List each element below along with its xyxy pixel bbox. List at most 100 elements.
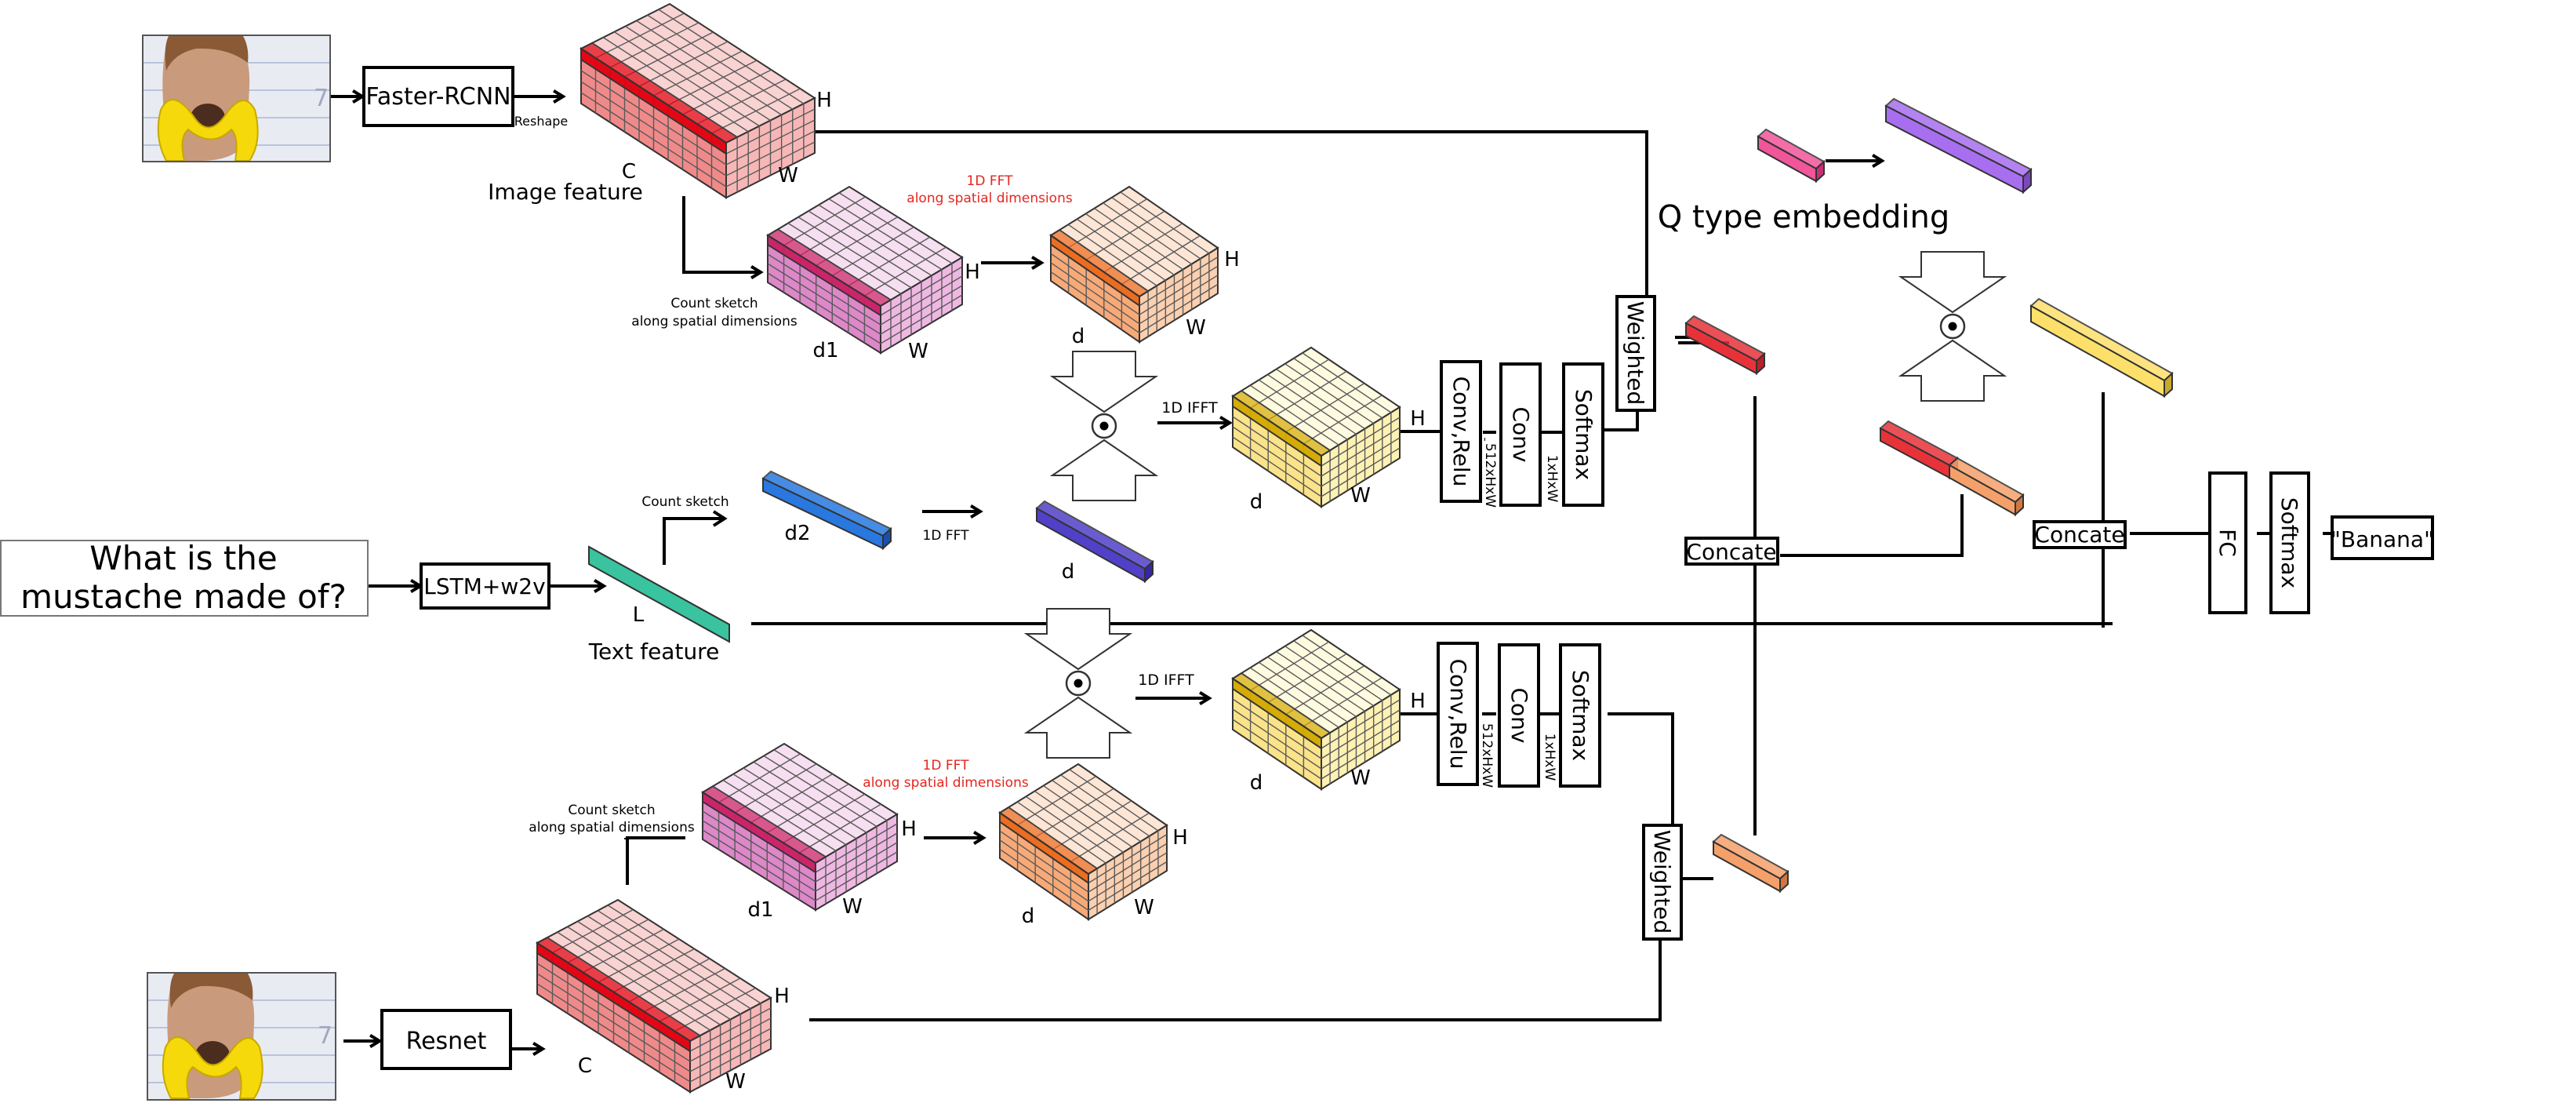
arrow-icon <box>1826 153 1885 169</box>
question-line-2: mustache made of? <box>20 577 347 616</box>
lstm-label: LSTM+w2v <box>423 573 545 599</box>
svg-text:7°: 7° <box>314 85 340 112</box>
elementwise-product-icon-top <box>1049 351 1159 501</box>
arrow-icon <box>663 510 728 565</box>
fft-cube-bottom <box>998 763 1168 921</box>
svg-text:7°: 7° <box>318 1022 344 1050</box>
concate-left-label: Concate <box>1686 539 1776 565</box>
concat-orange-vector <box>1948 457 2025 517</box>
fft-cube-top <box>1049 185 1219 344</box>
arrow-icon <box>549 578 607 594</box>
count-sketch-top-line2: along spatial dimensions <box>631 314 798 329</box>
bottom-conv-relu-label: Conv,Relu <box>1445 659 1471 770</box>
face-photo-bottom: 7° <box>147 972 344 1101</box>
ifft-bottom-label: 1D IFFT <box>1138 672 1194 689</box>
dim-h-d1-top: H <box>965 260 980 284</box>
text-feature-label: Text feature <box>588 639 720 664</box>
feature-vectors <box>588 97 2174 894</box>
concate-box-right: Concate <box>2033 520 2127 549</box>
answer-box: "Banana" <box>2331 515 2434 560</box>
dim-c-top: C <box>622 160 636 184</box>
bottom-softmax-label: Softmax <box>1568 670 1593 761</box>
dim-d-bottom: d <box>1022 905 1035 928</box>
dim-h-y-top: H <box>1410 407 1426 431</box>
count-sketch-bottom-line1: Count sketch <box>568 803 655 818</box>
fft-text-vector <box>1035 500 1154 584</box>
dim-c-bottom: C <box>578 1054 592 1078</box>
concate-box-left: Concate <box>1684 537 1779 566</box>
dim-d-y-bottom: d <box>1250 771 1263 795</box>
dim-w-y-bottom: W <box>1350 766 1371 790</box>
fc-label: FC <box>2214 529 2240 557</box>
top-softmax-label: Softmax <box>1571 389 1597 480</box>
bottom-size-512-label: 512xHxW <box>1479 723 1495 788</box>
arrow-icon <box>343 1033 383 1049</box>
dim-h-d-top: H <box>1224 248 1240 271</box>
fft-top-line1: 1D FFT <box>967 173 1014 189</box>
count-sketch-text-vector <box>761 470 892 551</box>
concate-right-label: Concate <box>2034 522 2124 548</box>
bottom-conv-stack: Conv,Relu 512xHxW Conv 1xHxW Softmax <box>1437 642 1601 788</box>
ifft-cube-top <box>1231 346 1401 508</box>
elementwise-product-icon-right <box>1898 251 2007 402</box>
top-weighted-label: Weighted <box>1622 301 1648 406</box>
weighted-bottom-vector <box>1712 833 1789 894</box>
reshape-label: Reshape <box>514 114 569 129</box>
top-size-512-label: 512xHxW <box>1482 443 1498 508</box>
dim-d-top: d <box>1072 325 1085 348</box>
q-type-embedding-label: Q type embedding <box>1658 199 1949 235</box>
count-sketch-cube-bottom <box>701 742 899 912</box>
fft-top-line2: along spatial dimensions <box>907 191 1073 206</box>
bottom-conv-label: Conv <box>1506 688 1532 744</box>
q-type-input-vector <box>1757 128 1826 184</box>
dim-h-top: H <box>816 89 832 112</box>
faster-rcnn-label: Faster-RCNN <box>365 83 510 111</box>
text-feature-vector <box>588 545 730 643</box>
count-sketch-top-line1: Count sketch <box>670 296 758 311</box>
top-size-1-label: 1xHxW <box>1544 455 1560 503</box>
annotations: Reshape Image feature Text feature Q typ… <box>488 89 1949 1094</box>
arrow-icon <box>330 89 365 104</box>
dim-w-top: W <box>778 164 798 187</box>
face-photo-top: 7° <box>142 35 340 162</box>
dim-l: L <box>633 603 645 627</box>
dim-w-bottom: W <box>725 1070 746 1094</box>
fft-text-label: 1D FFT <box>923 528 970 544</box>
lstm-box: LSTM+w2v <box>420 562 550 610</box>
dim-d1-bottom: d1 <box>747 898 773 922</box>
fc-box: FC <box>2208 471 2247 614</box>
dim-d2: d2 <box>784 522 810 545</box>
concat-red-vector <box>1879 420 1959 480</box>
elementwise-product-icon-mid <box>1023 608 1133 759</box>
arrow-icon <box>1135 690 1212 706</box>
ifft-top-label: 1D IFFT <box>1161 399 1218 417</box>
dim-w-d1-bottom: W <box>842 895 863 919</box>
weighted-top-vector <box>1684 315 1766 376</box>
image-feature-label: Image feature <box>488 179 643 205</box>
dim-h-d1-bottom: H <box>901 817 917 841</box>
arrow-icon <box>684 264 764 280</box>
arrow-icon <box>981 255 1045 271</box>
arrow-icon <box>513 89 566 104</box>
top-conv-stack: Conv,Relu 512xHxW Conv 1xHxW Softmax <box>1440 360 1604 508</box>
q-type-embedding-vector <box>1884 97 2033 195</box>
dim-w-d1-top: W <box>908 340 928 363</box>
arrow-icon <box>510 1041 546 1057</box>
image-feature-cube-top <box>579 2 817 199</box>
arrow-icon <box>1157 415 1233 431</box>
top-weighted-box: Weighted <box>1615 295 1656 412</box>
count-sketch-bottom-line2: along spatial dimensions <box>529 820 695 835</box>
arrow-icon <box>922 504 983 519</box>
softmax-final-box: Softmax <box>2269 471 2310 614</box>
top-conv-label: Conv <box>1508 407 1534 463</box>
question-line-1: What is the <box>89 539 278 577</box>
dim-w-y-top: W <box>1350 484 1371 508</box>
dim-d-y-top: d <box>1250 490 1263 514</box>
softmax-final-label: Softmax <box>2276 497 2302 588</box>
q-embedding-product-vector <box>2029 297 2174 399</box>
fft-bottom-line2: along spatial dimensions <box>863 775 1029 791</box>
answer-label: "Banana" <box>2331 526 2434 552</box>
dim-w-d-bottom: W <box>1134 896 1154 919</box>
dim-h-d-bottom: H <box>1172 826 1188 850</box>
